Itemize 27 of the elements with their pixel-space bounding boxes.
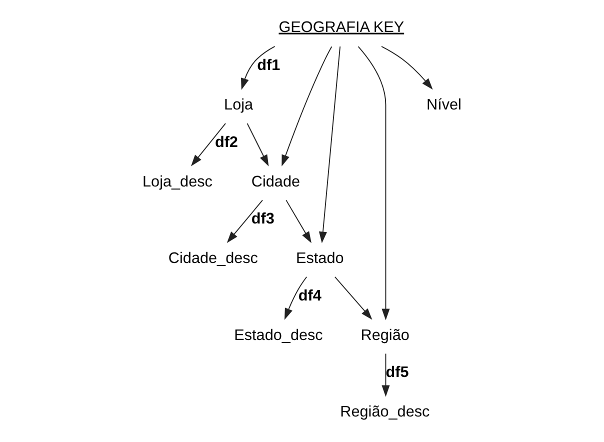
- node-text: Região_desc: [340, 404, 430, 421]
- arrow: [334, 276, 372, 320]
- node-text: Estado_desc: [234, 326, 322, 344]
- arrow: [226, 200, 262, 243]
- arrow: [281, 46, 332, 166]
- node-text: Loja_desc: [142, 173, 212, 190]
- edge-label: df5: [385, 364, 408, 382]
- edge-label: df1: [256, 57, 280, 74]
- node-text: Estado: [296, 250, 344, 268]
- arrow: [240, 46, 275, 90]
- node-text: Cidade: [250, 173, 300, 190]
- node-text: Loja: [224, 96, 253, 114]
- arrow: [246, 122, 268, 166]
- node-text: GEOGRAFIA KEY: [278, 18, 404, 36]
- node-text: Cidade_desc: [168, 250, 258, 268]
- arrow: [381, 353, 390, 397]
- arrow: [284, 276, 307, 320]
- arrow: [357, 46, 390, 320]
- node-text: Nível: [426, 96, 461, 114]
- arrow: [318, 46, 340, 244]
- edge-label: df4: [298, 287, 321, 304]
- arrow: [190, 122, 226, 166]
- edge-label: df2: [214, 134, 238, 151]
- node-text: Região: [360, 326, 409, 344]
- arrow: [380, 46, 432, 90]
- edge-label: df3: [250, 210, 274, 228]
- arrow: [285, 200, 311, 244]
